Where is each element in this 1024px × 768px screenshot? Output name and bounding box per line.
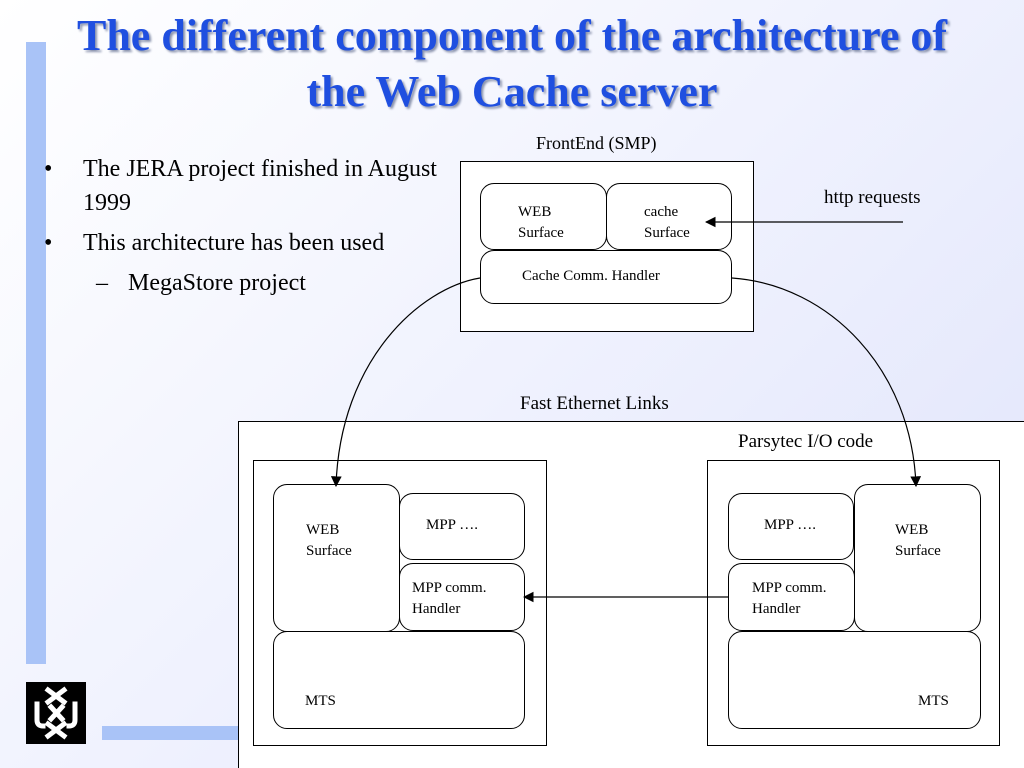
bullet-list: • The JERA project finished in August 19… <box>40 152 440 306</box>
sub-bullet-text: MegaStore project <box>128 270 306 296</box>
right-web-surface-box <box>854 484 981 632</box>
right-web-surface-label: WEB Surface <box>895 522 941 559</box>
slide-title: The different component of the architect… <box>76 11 948 116</box>
right-mpp-box <box>728 493 854 560</box>
parsytec-label: Parsytec I/O code <box>738 431 874 452</box>
frontend-cache-surface-box <box>606 183 732 250</box>
frontend-label: FrontEnd (SMP) <box>536 133 657 153</box>
sub-bullet-marker: – <box>96 270 108 296</box>
bullet-marker: • <box>44 156 53 182</box>
left-accent-bar <box>26 42 46 664</box>
left-mpp-comm-label: MPP comm. Handler <box>412 580 487 617</box>
right-mts-label: MTS <box>918 693 949 709</box>
cache-comm-handler-label: Cache Comm. Handler <box>522 268 660 284</box>
left-mpp-box <box>399 493 525 560</box>
sub-bullet-item: – MegaStore project <box>40 266 440 300</box>
frontend-cache-surface-label: cache Surface <box>644 204 690 241</box>
left-mts-label: MTS <box>305 693 336 709</box>
http-requests-label: http requests <box>824 187 921 208</box>
left-mpp-label: MPP …. <box>426 517 478 533</box>
bullet-item: • The JERA project finished in August 19… <box>40 152 440 220</box>
fast-ethernet-label: Fast Ethernet Links <box>520 393 669 414</box>
right-mpp-comm-box <box>728 563 855 631</box>
bullet-marker: • <box>44 230 53 256</box>
left-web-surface-label: WEB Surface <box>306 522 352 559</box>
left-mts-box <box>273 631 525 729</box>
right-mpp-comm-label: MPP comm. Handler <box>752 580 827 617</box>
left-web-surface-box <box>273 484 400 632</box>
right-mts-box <box>728 631 981 729</box>
frontend-web-surface-box <box>480 183 607 250</box>
right-mpp-label: MPP …. <box>764 517 816 533</box>
bottom-accent-bar <box>102 726 242 740</box>
cache-comm-handler-box <box>480 250 732 304</box>
university-logo-icon <box>26 682 86 744</box>
bullet-item: • This architecture has been used <box>40 226 440 260</box>
logo-mark-icon <box>34 686 78 740</box>
bullet-text: This architecture has been used <box>83 230 385 256</box>
left-mpp-comm-box <box>399 563 525 631</box>
ethernet-link-right-arrow <box>731 277 922 488</box>
frontend-web-surface-label: WEB Surface <box>518 204 564 241</box>
bullet-text: The JERA project finished in August 1999 <box>83 156 437 216</box>
ethernet-link-left-arrow <box>330 277 481 488</box>
